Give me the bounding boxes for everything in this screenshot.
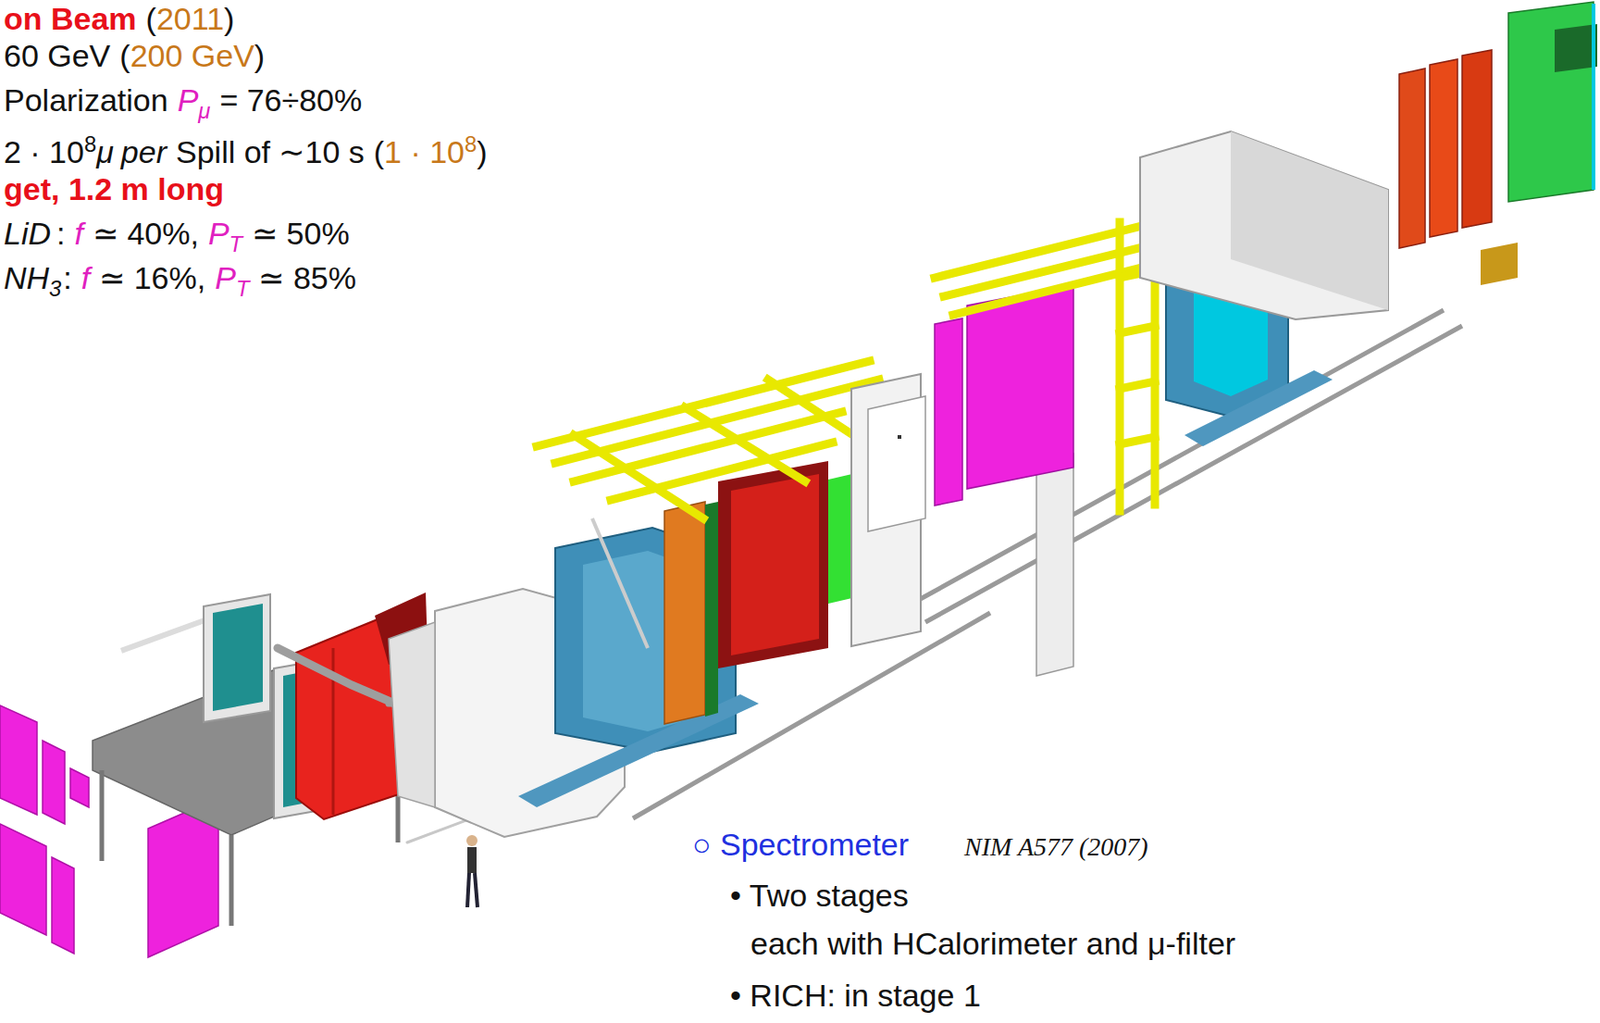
text-label: ) <box>476 133 487 171</box>
text-label: Spill of ∼10 s <box>175 133 365 171</box>
person <box>466 834 478 907</box>
detector-planes-2 <box>1399 49 1518 286</box>
yellow-scaffold <box>536 360 880 519</box>
text-label: μ <box>198 92 211 130</box>
text-label: NIM A577 (2007) <box>964 828 1149 866</box>
text-label: T <box>235 270 250 308</box>
text-label: f <box>81 259 90 297</box>
text-label: • Two stages <box>730 876 909 914</box>
green-panel <box>1508 1 1598 202</box>
text-label: 2011 <box>156 0 224 38</box>
text-line: 60 GeV(200 GeV) <box>3 37 265 75</box>
grey-absorber <box>1140 131 1389 320</box>
text-label: ( <box>146 0 157 38</box>
sm1-red-magnet <box>296 592 435 819</box>
text-label: : <box>62 259 72 297</box>
text-label: P <box>177 81 199 119</box>
text-label: 60 GeV <box>3 37 111 75</box>
text-line: • Two stages <box>730 876 909 914</box>
text-line: on Beam(2011) <box>3 0 235 38</box>
text-label: on Beam <box>3 0 137 38</box>
text-label: ○ Spectrometer <box>692 825 909 863</box>
text-label: ( <box>119 37 130 75</box>
text-label: P <box>208 214 230 252</box>
text-label: NH <box>3 259 50 297</box>
text-line: each with HCalorimeter and μ-filter <box>750 924 1236 962</box>
text-label: 3 <box>49 270 62 308</box>
text-label: 2 · 10 <box>3 133 85 171</box>
text-label: • RICH: in stage 1 <box>730 976 981 1014</box>
text-label: 8 <box>84 125 97 163</box>
text-label: per <box>121 133 167 171</box>
text-label: get, 1.2 m long <box>3 170 224 208</box>
text-label: 200 GeV <box>130 37 255 75</box>
text-label: ) <box>223 0 235 38</box>
text-label: f <box>74 214 83 252</box>
text-label: each with HCalorimeter and μ-filter <box>750 924 1236 962</box>
text-label: = 76÷80% <box>219 81 362 119</box>
text-label: 8 <box>464 125 477 163</box>
text-label: Polarization <box>3 81 169 119</box>
text-label: ≃ 50% <box>251 214 350 252</box>
text-label: : <box>56 214 65 252</box>
detector-planes-1 <box>664 460 869 724</box>
text-line: get, 1.2 m long <box>3 170 224 208</box>
text-line: 2 · 108μperSpill of ∼10 s(1 · 108) <box>3 125 488 171</box>
text-line: ○ Spectrometer NIM A577 (2007) <box>692 825 1149 866</box>
yellow-scaffold-2 <box>934 214 1162 511</box>
text-line: • RICH: in stage 1 <box>730 976 981 1014</box>
text-line: PolarizationPμ= 76÷80% <box>3 81 362 130</box>
text-label: ≃ 85% <box>258 259 357 297</box>
text-line: LiD:f≃ 40%,PT≃ 50% <box>3 214 350 263</box>
text-label: 1 · 10 <box>384 133 465 171</box>
text-label: ( <box>373 133 385 171</box>
text-label: T <box>229 225 244 263</box>
text-label: ) <box>254 37 265 75</box>
text-label: ≃ 40%, <box>92 214 199 252</box>
text-label: ≃ 16%, <box>99 259 206 297</box>
text-label: μ <box>96 133 114 171</box>
text-label: P <box>214 259 236 297</box>
text-label: LiD <box>3 214 51 252</box>
text-line: NH3:f≃ 16%,PT≃ 85% <box>3 259 357 308</box>
